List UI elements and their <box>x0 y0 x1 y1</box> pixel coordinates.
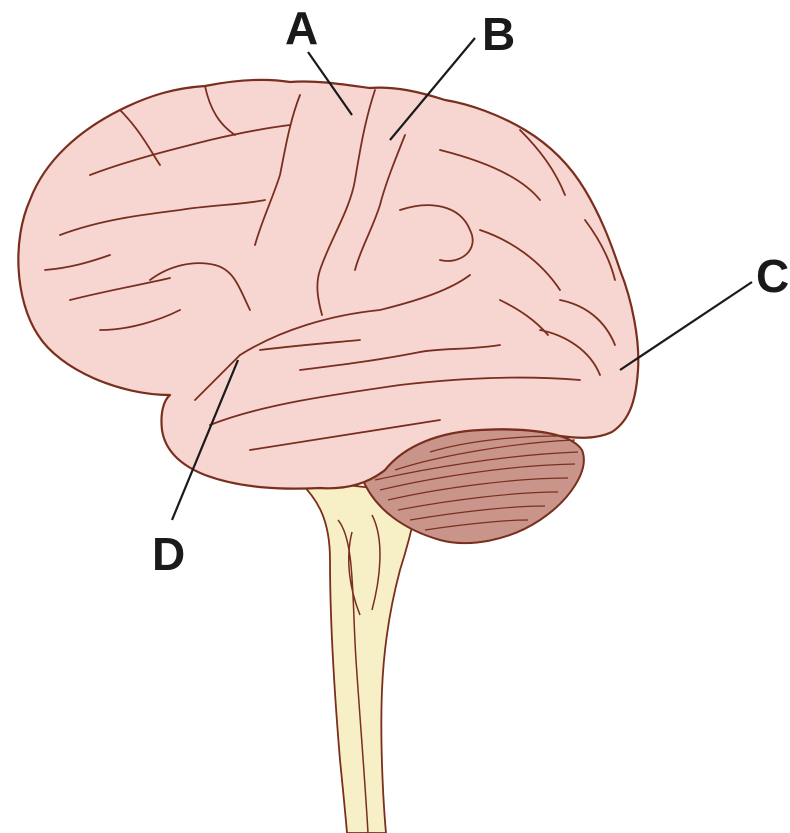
brainstem <box>300 482 418 833</box>
label-d: D <box>152 528 185 580</box>
cerebrum <box>18 80 638 489</box>
label-c: C <box>756 250 789 302</box>
label-b: B <box>482 8 515 60</box>
label-a: A <box>285 2 318 54</box>
leader-line-c <box>620 282 752 370</box>
